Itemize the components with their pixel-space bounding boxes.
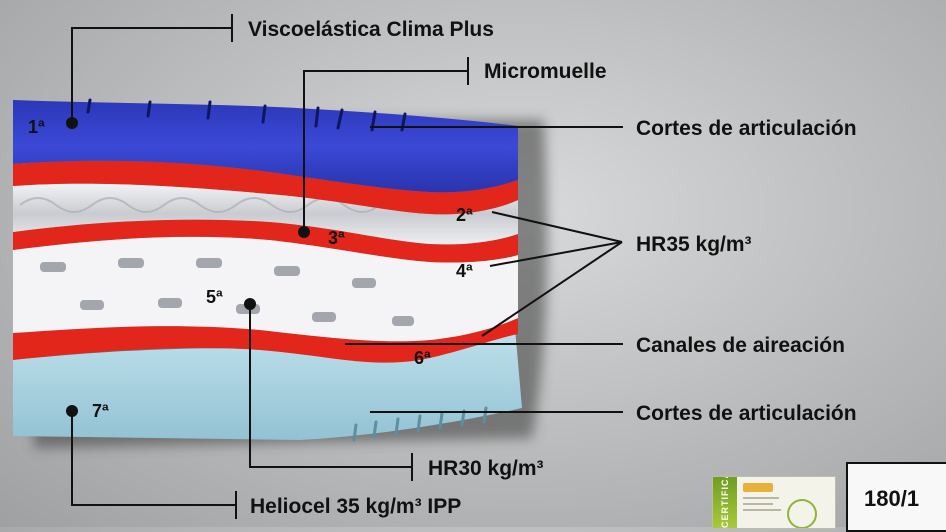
layer-number-4: 4ª [456,261,473,281]
certificate-thumbnail[interactable]: CERTIFICADO [712,476,836,529]
label-cortes-articulacion-top: Cortes de articulación [636,117,857,140]
layer-number-5: 5ª [206,287,223,307]
certificate-text-line [743,509,781,511]
certificate-text-line [743,503,773,505]
certificate-seal-icon [787,499,817,529]
label-micromuelle: Micromuelle [484,60,607,83]
layer-number-7: 7ª [92,401,109,421]
label-cortes-articulacion-bottom: Cortes de articulación [636,402,857,425]
label-viscoelastica-clima-plus: Viscoelástica Clima Plus [248,18,494,41]
certificate-band: CERTIFICADO [713,477,737,528]
label-hr35: HR35 kg/m³ [636,233,752,256]
certificate-logo-icon [743,483,773,492]
layer-number-6: 6ª [414,348,431,368]
label-canales-aireacion: Canales de aireación [636,334,845,357]
marker-layer-5 [244,298,256,310]
layer-number-1: 1ª [28,117,45,137]
label-heliocel: Heliocel 35 kg/m³ IPP [250,495,461,518]
marker-layer-3 [298,226,310,238]
layer-number-2: 2ª [456,205,473,225]
marker-layer-7 [66,405,78,417]
size-badge: 180/1 [846,462,946,532]
layer-number-3: 3ª [328,228,345,248]
label-hr30: HR30 kg/m³ [428,457,544,480]
marker-layer-1 [66,117,78,129]
certificate-text-line [743,497,779,499]
